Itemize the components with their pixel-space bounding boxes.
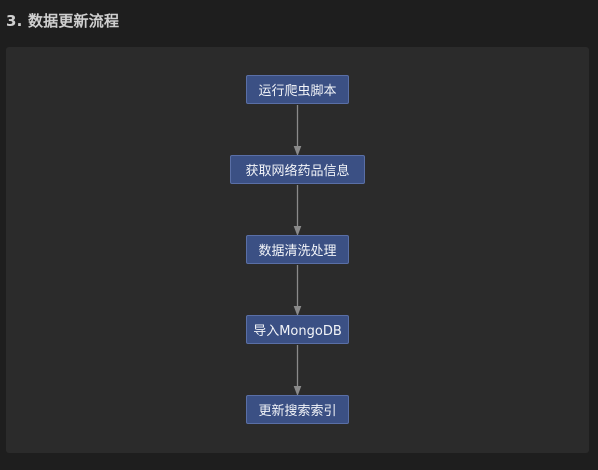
flowchart-panel: 运行爬虫脚本 获取网络药品信息 数据清洗处理 导入MongoDB 更新搜索索引 — [6, 47, 589, 453]
flow-node-label: 获取网络药品信息 — [245, 164, 350, 179]
flow-node-label: 导入MongoDB — [253, 324, 342, 339]
flow-node-fetch-drug-info: 获取网络药品信息 — [230, 155, 365, 184]
flow-node-label: 更新搜索索引 — [258, 404, 337, 419]
flow-node-data-cleaning: 数据清洗处理 — [246, 235, 349, 264]
flow-node-label: 运行爬虫脚本 — [258, 84, 337, 99]
flow-node-update-search-index: 更新搜索索引 — [246, 395, 349, 424]
flow-node-import-mongodb: 导入MongoDB — [246, 315, 349, 344]
flow-node-run-crawler: 运行爬虫脚本 — [246, 75, 349, 104]
section-title: 3. 数据更新流程 — [6, 12, 120, 30]
flowchart-connectors — [293, 105, 302, 397]
flow-node-label: 数据清洗处理 — [258, 244, 337, 259]
